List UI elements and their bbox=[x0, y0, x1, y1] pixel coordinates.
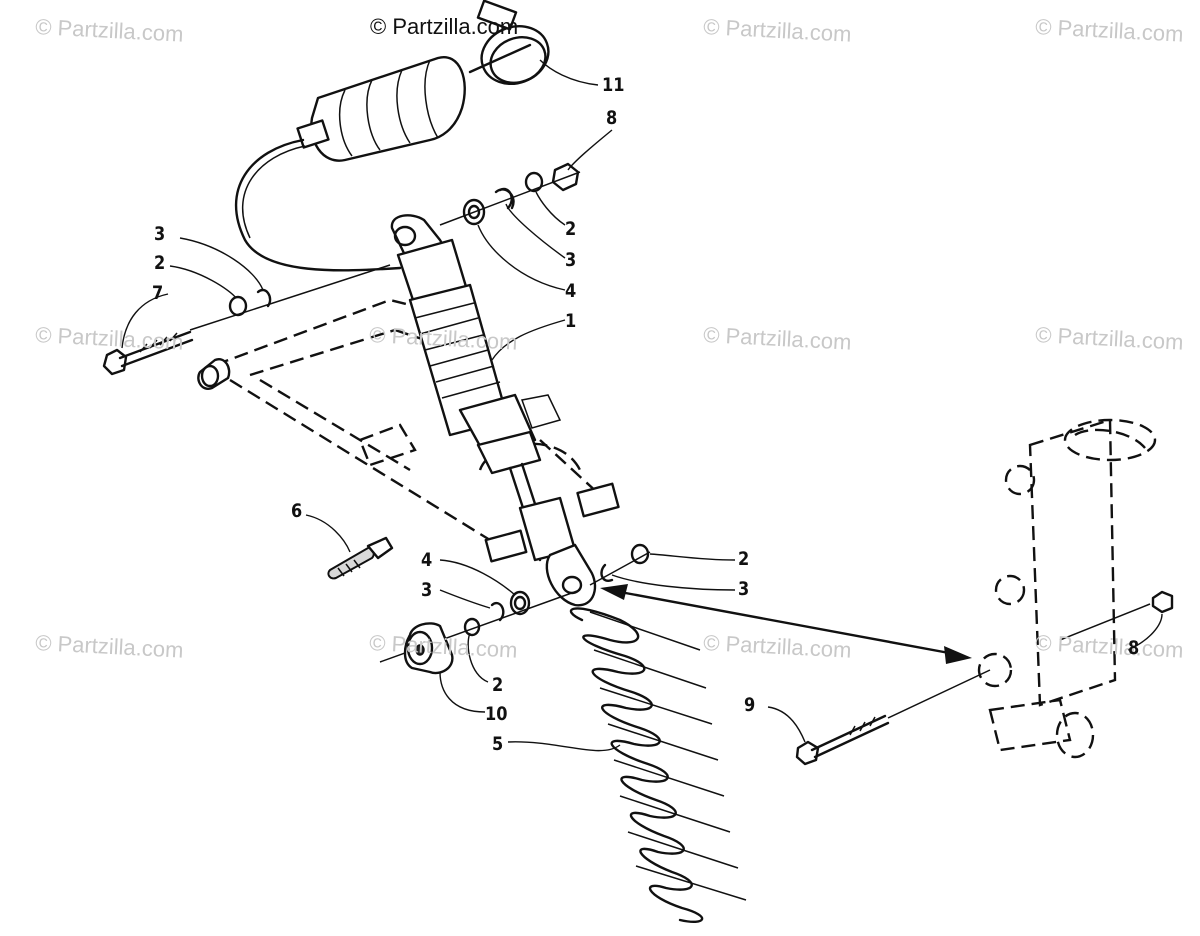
reservoir-hose bbox=[234, 138, 402, 272]
coil-spring bbox=[569, 607, 747, 924]
callout-2: 2 bbox=[738, 548, 750, 570]
callout-6: 6 bbox=[291, 500, 303, 522]
upper-hardware bbox=[102, 162, 581, 376]
callout-4: 4 bbox=[565, 280, 577, 302]
callout-3: 3 bbox=[565, 249, 577, 271]
gas-reservoir bbox=[296, 55, 466, 162]
callout-1: 1 bbox=[565, 310, 577, 332]
callout-7: 7 bbox=[152, 282, 164, 304]
callout-3: 3 bbox=[154, 223, 166, 245]
alignment-arrow bbox=[600, 584, 972, 664]
callout-9: 9 bbox=[744, 694, 756, 716]
callout-4: 4 bbox=[421, 549, 433, 571]
callout-2: 2 bbox=[565, 218, 577, 240]
leader-lines bbox=[121, 59, 1163, 752]
spindle-assembly bbox=[795, 418, 1174, 766]
callout-5: 5 bbox=[492, 733, 504, 755]
reservoir-clamp bbox=[468, 0, 550, 85]
callout-11: 11 bbox=[602, 74, 625, 96]
watermark-main: © Partzilla.com bbox=[370, 14, 519, 39]
callout-3: 3 bbox=[738, 578, 750, 600]
callout-2: 2 bbox=[492, 674, 504, 696]
callout-10: 10 bbox=[485, 703, 508, 725]
shock-absorber bbox=[390, 214, 597, 607]
callout-8: 8 bbox=[606, 107, 618, 129]
callout-2: 2 bbox=[154, 252, 166, 274]
grease-fitting bbox=[327, 536, 394, 580]
lower-hardware bbox=[379, 543, 651, 675]
callout-3: 3 bbox=[421, 579, 433, 601]
callout-8: 8 bbox=[1128, 637, 1140, 659]
